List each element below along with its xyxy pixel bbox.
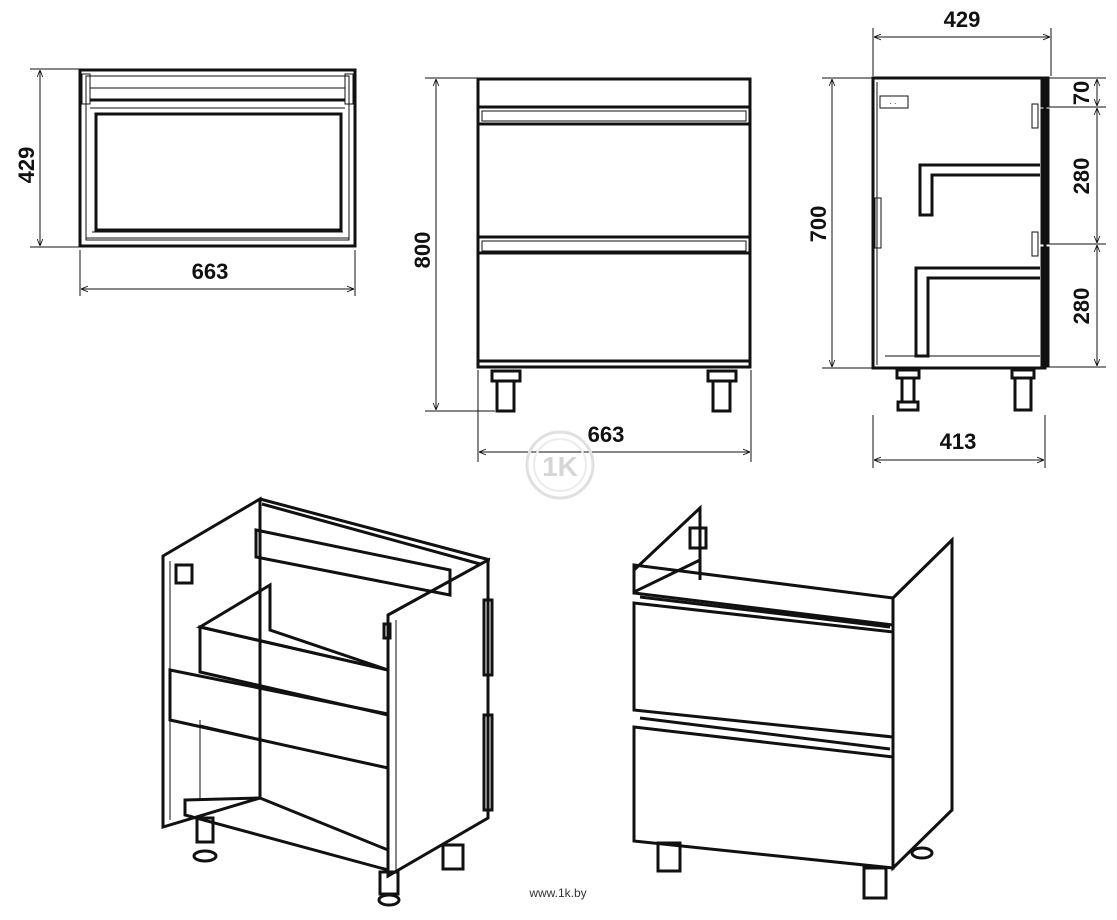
top-view-width-label: 663 (192, 259, 229, 284)
front-view-height-dimension: 800 (410, 77, 495, 412)
front-view-width-dimension: 663 (477, 370, 752, 462)
iso-view-closed (632, 504, 954, 900)
top-view-depth-dimension: 429 (14, 68, 80, 248)
gap-top-label: 70 (1069, 81, 1094, 105)
side-view: · · (871, 76, 1050, 412)
front-view (476, 77, 752, 413)
drawer-1-height-label: 280 (1069, 158, 1094, 195)
top-view (78, 68, 357, 248)
footer-url: www.1k.by (528, 886, 586, 900)
top-view-depth-label: 429 (14, 147, 39, 184)
side-view-height-label: 700 (806, 206, 831, 243)
front-view-height-label: 800 (410, 232, 435, 269)
side-view-depth-top-label: 429 (944, 7, 981, 32)
side-view-height-dimension: 700 (806, 77, 873, 369)
svg-text:· ·: · · (889, 99, 897, 108)
side-view-drawer-dimensions: 70 280 280 (1048, 77, 1106, 368)
top-view-width-dimension: 663 (79, 250, 356, 296)
watermark-logo: 1K (525, 430, 595, 500)
drawer-2-height-label: 280 (1069, 288, 1094, 325)
front-view-width-label: 663 (588, 422, 625, 447)
side-view-depth-top-dimension: 429 (872, 7, 1052, 76)
side-view-depth-bottom-dimension: 413 (872, 415, 1046, 468)
iso-view-open (161, 496, 494, 907)
side-view-depth-bottom-label: 413 (940, 429, 977, 454)
watermark-text: 1K (542, 451, 578, 482)
